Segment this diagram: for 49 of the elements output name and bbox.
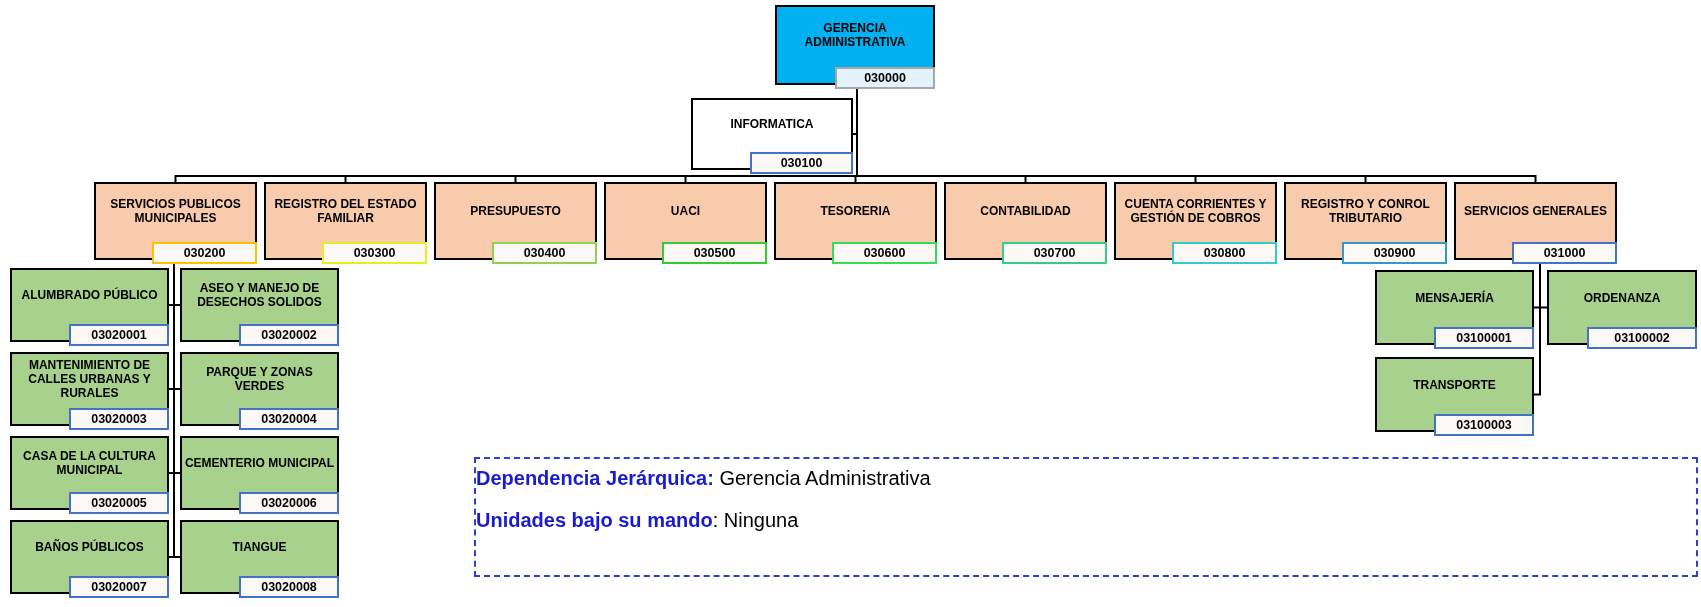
- unit-name: ASEO Y MANEJO DE DESECHOS SOLIDOS: [196, 280, 323, 311]
- unit-name: CONTABILIDAD: [979, 203, 1072, 220]
- unit-name: MANTENIMIENTO DE CALLES URBANAS Y RURALES: [27, 357, 152, 402]
- unit-code: 03020002: [239, 324, 339, 346]
- unit-name: ALUMBRADO PÚBLICO: [20, 286, 159, 304]
- connector-line: [173, 263, 181, 558]
- unit-code: 030800: [1172, 242, 1277, 264]
- connector-line: [1533, 263, 1541, 396]
- unit-name: INFORMATICA: [729, 116, 815, 133]
- unit-code: 03020003: [69, 408, 169, 430]
- unit-name: ORDENANZA: [1582, 289, 1662, 307]
- unit-name: PARQUE Y ZONAS VERDES: [205, 364, 314, 395]
- unit-code: 030700: [1002, 242, 1107, 264]
- note-box: [474, 457, 1698, 577]
- unit-name: TIANGUE: [231, 539, 288, 556]
- unit-name: CEMENTERIO MUNICIPAL: [184, 455, 335, 472]
- unit-name: CASA DE LA CULTURA MUNICIPAL: [22, 448, 157, 479]
- unit-code: 030400: [492, 242, 597, 264]
- unit-name: MENSAJERÍA: [1414, 289, 1495, 307]
- unit-code: 030900: [1342, 242, 1447, 264]
- unit-code: 03020007: [69, 576, 169, 598]
- note-text: Dependencia Jerárquica: Gerencia Administrativa: [476, 467, 931, 490]
- unit-name: BAÑOS PÚBLICOS: [34, 538, 145, 556]
- unit-code: 030300: [322, 242, 427, 264]
- unit-name: SERVICIOS PUBLICOS MUNICIPALES: [109, 196, 242, 227]
- unit-code: 03100001: [1434, 327, 1534, 349]
- unit-code: 030200: [152, 242, 257, 264]
- unit-name: PRESUPUESTO: [469, 203, 562, 220]
- unit-code: 030100: [750, 152, 853, 174]
- unit-code: 030000: [835, 67, 935, 89]
- unit-name: SERVICIOS GENERALES: [1462, 203, 1609, 220]
- unit-name: UACI: [669, 203, 702, 220]
- unit-name: REGISTRO Y CONROL TRIBUTARIO: [1300, 196, 1431, 227]
- unit-code: 03020006: [239, 492, 339, 514]
- unit-name: GERENCIA ADMINISTRATIVA: [803, 20, 907, 51]
- unit-code: 030600: [832, 242, 937, 264]
- unit-code: 03100002: [1587, 327, 1697, 349]
- unit-code: 03100003: [1434, 414, 1534, 436]
- unit-name: TESORERIA: [819, 203, 892, 220]
- unit-code: 03020001: [69, 324, 169, 346]
- unit-code: 030500: [662, 242, 767, 264]
- unit-code: 031000: [1512, 242, 1617, 264]
- unit-name: CUENTA CORRIENTES Y GESTIÓN DE COBROS: [1123, 196, 1268, 227]
- unit-code: 03020005: [69, 492, 169, 514]
- unit-name: TRANSPORTE: [1412, 376, 1497, 394]
- unit-name: REGISTRO DEL ESTADO FAMILIAR: [273, 196, 418, 227]
- unit-code: 03020004: [239, 408, 339, 430]
- note-text: Unidades bajo su mando: Ninguna: [476, 509, 799, 532]
- unit-code: 03020008: [239, 576, 339, 598]
